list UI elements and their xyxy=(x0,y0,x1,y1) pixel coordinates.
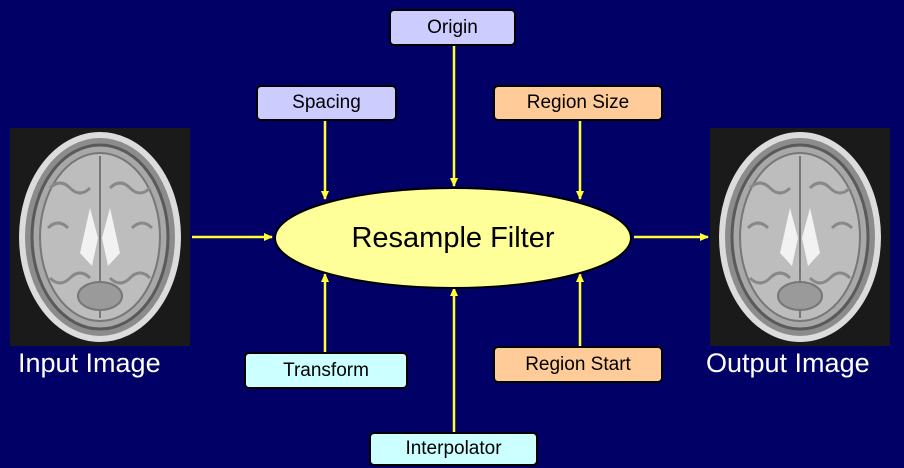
output-image xyxy=(710,128,890,346)
transform-box: Transform xyxy=(244,352,408,389)
resample-filter-node xyxy=(274,187,632,289)
input-image-caption: Input Image xyxy=(18,348,161,378)
interpolator-box: Interpolator xyxy=(369,432,538,466)
spacing-box: Spacing xyxy=(256,85,397,121)
resample-filter-label: Resample Filter xyxy=(351,221,555,254)
region-size-box: Region Size xyxy=(493,85,663,121)
origin-box: Origin xyxy=(389,9,516,46)
output-image-caption: Output Image xyxy=(706,348,870,378)
input-image xyxy=(10,128,190,346)
region-start-box: Region Start xyxy=(493,346,663,383)
